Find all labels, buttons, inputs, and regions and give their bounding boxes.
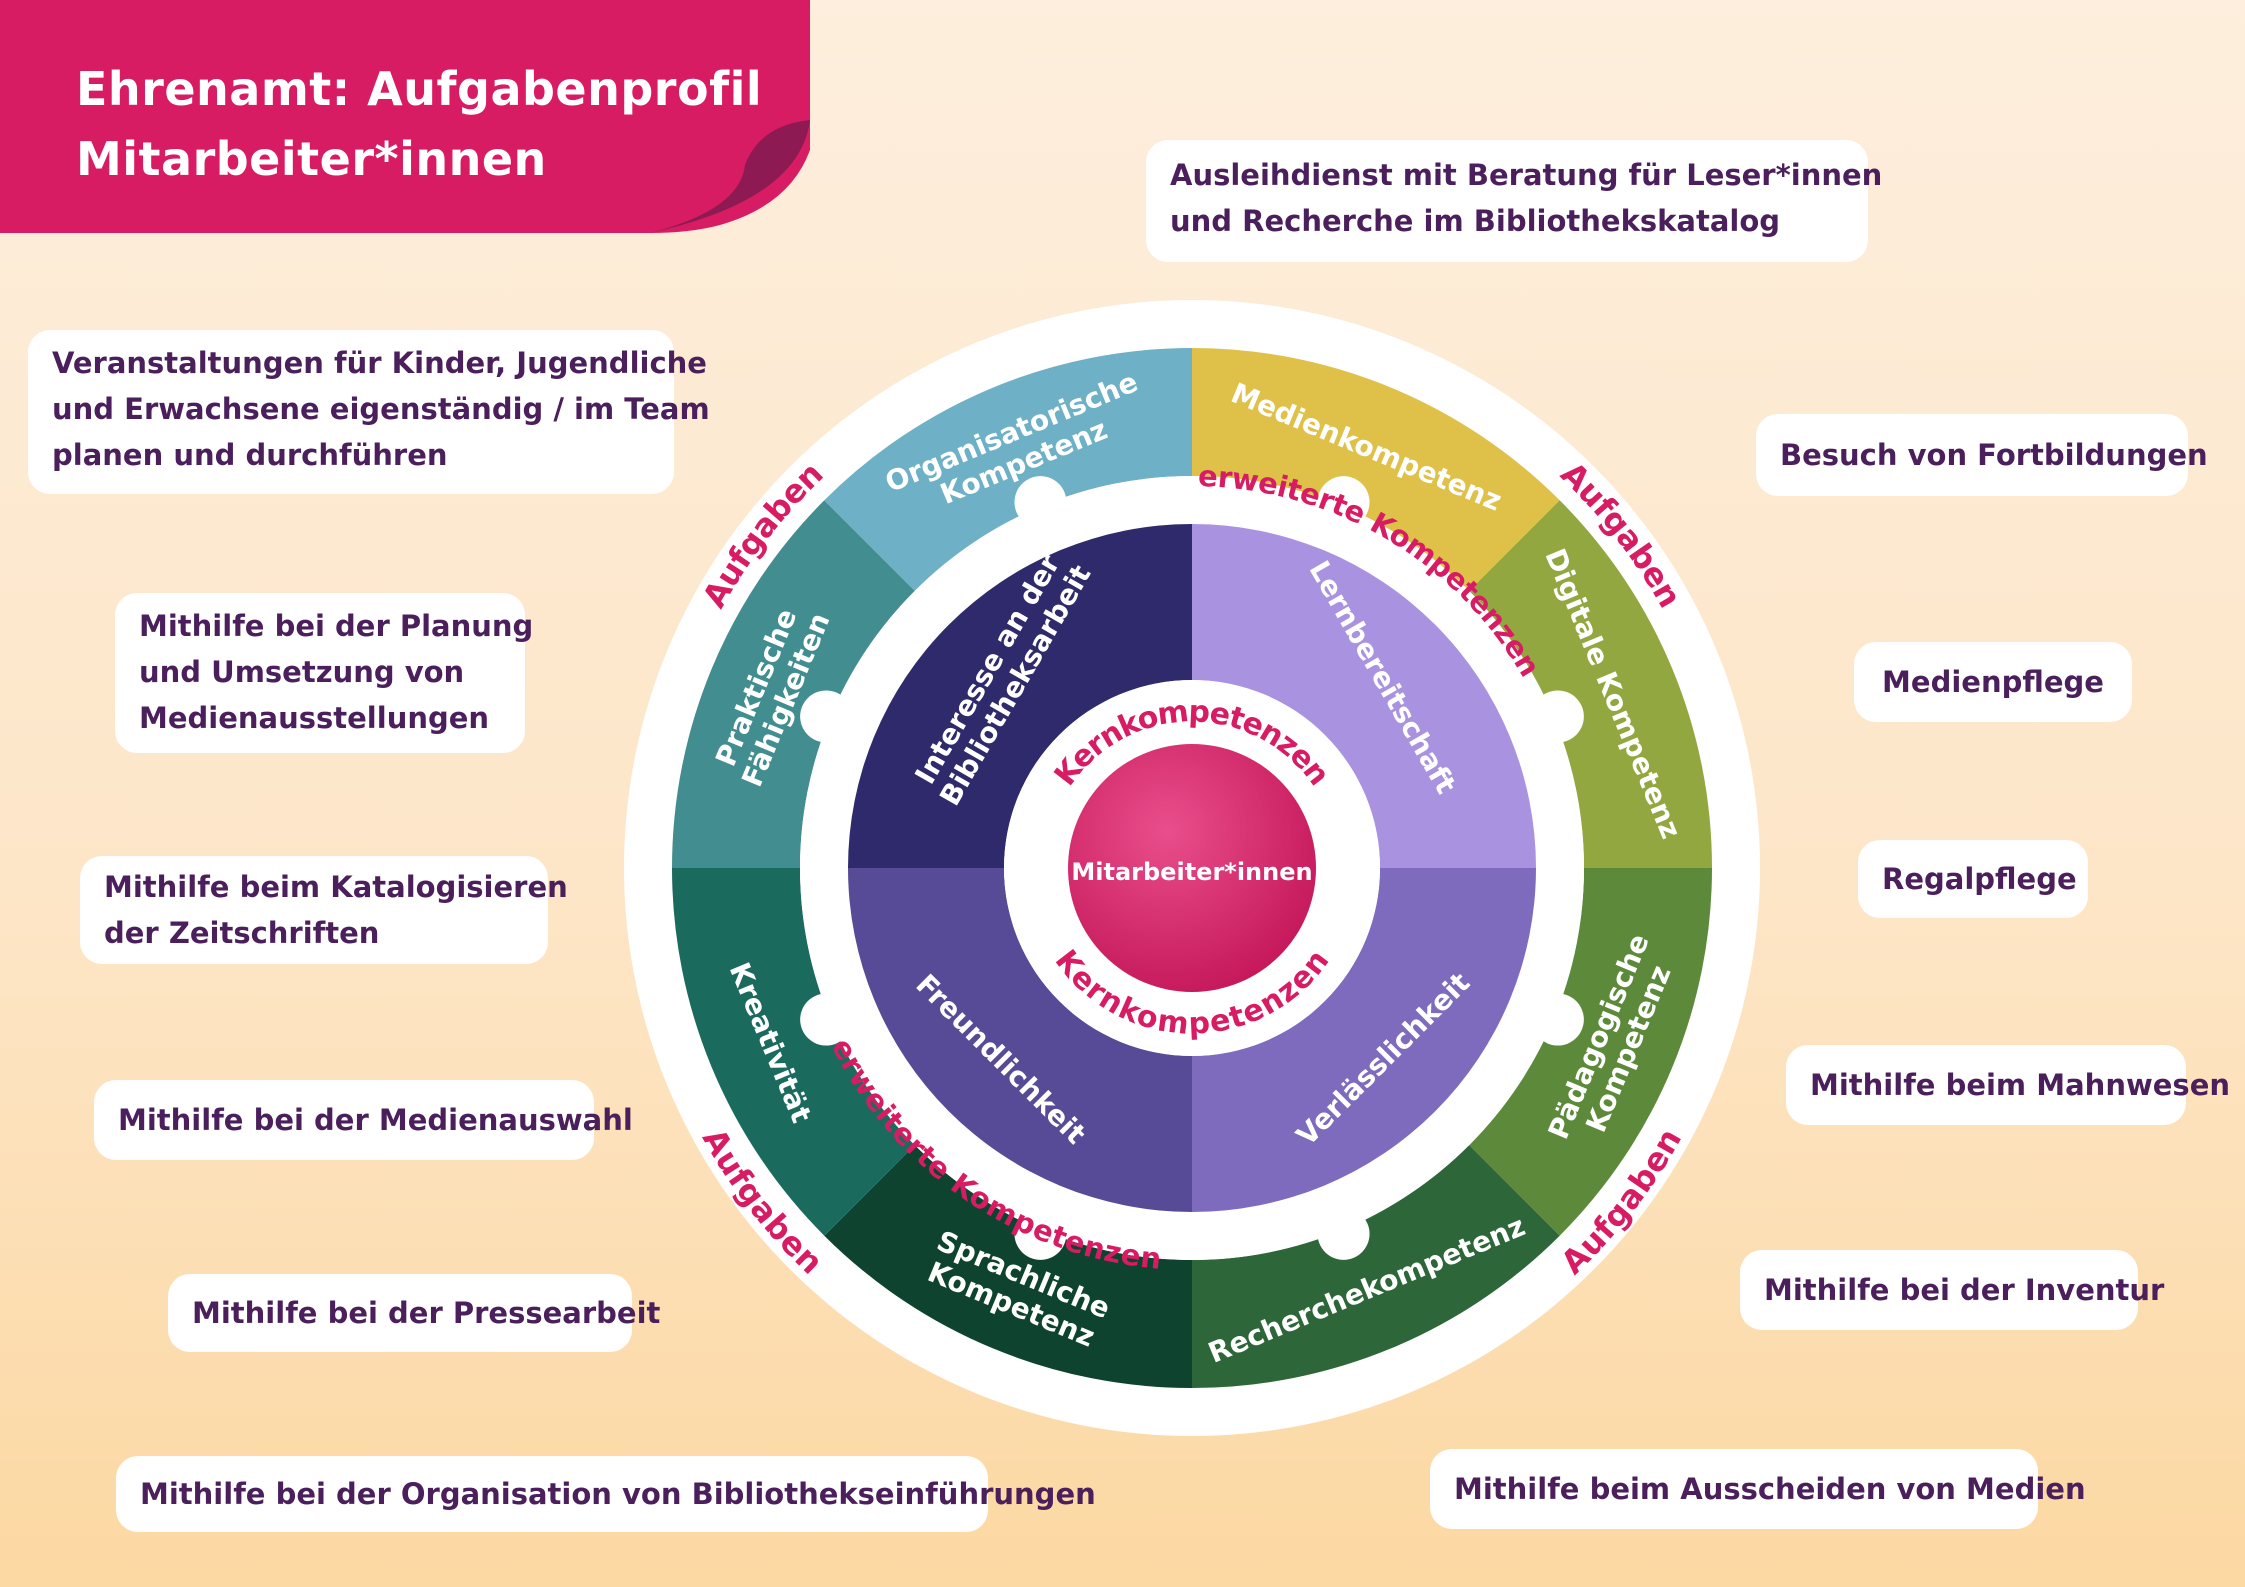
- extended-segment: [1469, 500, 1712, 868]
- extended-segment: [824, 348, 1192, 591]
- separator-bulge: [1014, 1207, 1067, 1260]
- extended-segment: [1192, 348, 1560, 591]
- separator-bulge: [800, 993, 853, 1046]
- task-medienpflege: Medienpflege: [1854, 642, 2132, 722]
- separator-bulge: [1531, 690, 1584, 743]
- task-line: der Zeitschriften: [104, 916, 380, 950]
- task-pressearbeit: Mithilfe bei der Pressearbeit: [168, 1274, 661, 1352]
- task-inventur: Mithilfe bei der Inventur: [1740, 1250, 2165, 1330]
- task-line: planen und durchführen: [52, 438, 448, 472]
- separator-bulge: [800, 690, 853, 743]
- task-line: und Recherche im Bibliothekskatalog: [1170, 204, 1781, 238]
- core-segment: [848, 868, 1192, 1212]
- task-line: Mithilfe bei der Organisation von Biblio…: [140, 1477, 1096, 1511]
- banner-shape: [0, 0, 810, 233]
- task-line: Medienausstellungen: [139, 701, 490, 735]
- task-line: Mithilfe bei der Planung: [139, 609, 534, 643]
- core-segment: [1192, 868, 1536, 1212]
- extended-segment: [672, 868, 915, 1236]
- separator-bulge: [1317, 1207, 1370, 1260]
- center-circle: [1068, 744, 1316, 992]
- page-title-line-1: Ehrenamt: Aufgabenprofil: [76, 62, 763, 116]
- task-katalogisieren: Mithilfe beim Katalogisieren der Zeitsch…: [80, 856, 568, 964]
- separator-bulge: [1014, 476, 1067, 529]
- title-banner: Ehrenamt: Aufgabenprofil Mitarbeiter*inn…: [0, 0, 810, 233]
- task-line: Mithilfe beim Katalogisieren: [104, 870, 568, 904]
- task-line: Mithilfe bei der Pressearbeit: [192, 1296, 661, 1330]
- task-line: Ausleihdienst mit Beratung für Leser*inn…: [1170, 158, 1883, 192]
- task-fortbildungen: Besuch von Fortbildungen: [1756, 414, 2208, 496]
- task-line: Mithilfe beim Mahnwesen: [1810, 1068, 2231, 1102]
- task-line: Mithilfe bei der Inventur: [1764, 1273, 2165, 1307]
- separator-bulges: [800, 476, 1584, 1260]
- task-medienausstellungen: Mithilfe bei der Planung und Umsetzung v…: [115, 593, 534, 753]
- task-mahnwesen: Mithilfe beim Mahnwesen: [1786, 1045, 2231, 1125]
- page-title-line-2: Mitarbeiter*innen: [76, 132, 547, 186]
- task-line: und Erwachsene eigenständig / im Team: [52, 392, 710, 426]
- separator-bulge: [1531, 993, 1584, 1046]
- task-line: Medienpflege: [1882, 665, 2104, 699]
- center-label: Mitarbeiter*innen: [1071, 858, 1312, 886]
- extended-segment: [1192, 1145, 1560, 1388]
- extended-segment: [824, 1145, 1192, 1388]
- task-line: Mithilfe bei der Medienauswahl: [118, 1103, 633, 1137]
- task-veranstaltungen: Veranstaltungen für Kinder, Jugendliche …: [28, 330, 710, 494]
- task-bibliothekseinfuehrungen: Mithilfe bei der Organisation von Biblio…: [116, 1456, 1096, 1532]
- extended-segment: [1469, 868, 1712, 1236]
- task-regalpflege: Regalpflege: [1858, 840, 2088, 918]
- separator-bulge: [1317, 476, 1370, 529]
- task-medienauswahl: Mithilfe bei der Medienauswahl: [94, 1080, 633, 1160]
- core-segment: [1192, 524, 1536, 868]
- core-segment: [848, 524, 1192, 868]
- extended-segment: [672, 500, 915, 868]
- task-line: und Umsetzung von: [139, 655, 465, 689]
- task-line: Veranstaltungen für Kinder, Jugendliche: [52, 346, 707, 380]
- task-ausleihdienst: Ausleihdienst mit Beratung für Leser*inn…: [1146, 140, 1883, 262]
- task-ausscheiden: Mithilfe beim Ausscheiden von Medien: [1430, 1449, 2086, 1529]
- task-line: Besuch von Fortbildungen: [1780, 438, 2208, 472]
- task-line: Mithilfe beim Ausscheiden von Medien: [1454, 1472, 2086, 1506]
- task-line: Regalpflege: [1882, 862, 2077, 896]
